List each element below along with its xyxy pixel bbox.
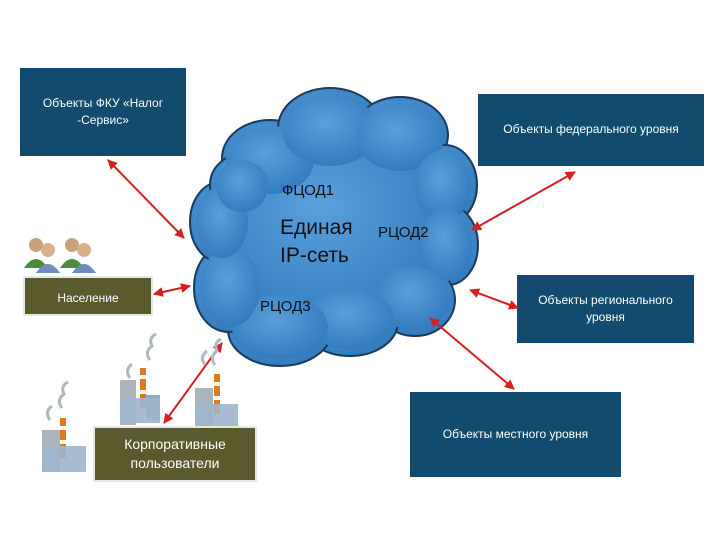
local-objects-box: Объекты местного уровня bbox=[410, 392, 621, 477]
arrow-local bbox=[429, 317, 515, 390]
fku-objects-box: Объекты ФКУ «Налог -Сервис» bbox=[20, 68, 186, 156]
local-objects-label: Объекты местного уровня bbox=[442, 426, 589, 441]
arrow-regional bbox=[469, 288, 519, 310]
fku-objects-label: Объекты ФКУ «Налог -Сервис» bbox=[42, 95, 164, 127]
factory-icon bbox=[120, 332, 160, 425]
fcod1-label: ФЦОД1 bbox=[282, 182, 335, 199]
factory-icon bbox=[195, 337, 238, 430]
population-label: Население bbox=[57, 291, 119, 305]
factory-icon bbox=[42, 380, 86, 472]
ip-network-cloud bbox=[189, 87, 479, 367]
network-title-line1: Единая bbox=[280, 216, 353, 239]
network-title-line2: IP-сеть bbox=[280, 244, 349, 267]
federal-objects-label: Объекты федерального уровня bbox=[503, 122, 679, 137]
rcod3-label: РЦОД3 bbox=[260, 298, 311, 315]
federal-objects-box: Объекты федерального уровня bbox=[478, 94, 704, 166]
corporate-users-label: Корпоративные пользователи bbox=[124, 436, 226, 471]
people-icon bbox=[24, 238, 96, 273]
population-box: Население bbox=[23, 276, 153, 316]
arrow-federal bbox=[471, 171, 576, 231]
arrow-fku bbox=[107, 159, 185, 239]
arrow-population bbox=[153, 283, 191, 297]
rcod2-label: РЦОД2 bbox=[378, 224, 429, 241]
regional-objects-box: Объекты регионального уровня bbox=[517, 275, 694, 343]
corporate-users-box: Корпоративные пользователи bbox=[93, 426, 257, 482]
regional-objects-label: Объекты регионального уровня bbox=[538, 292, 673, 324]
